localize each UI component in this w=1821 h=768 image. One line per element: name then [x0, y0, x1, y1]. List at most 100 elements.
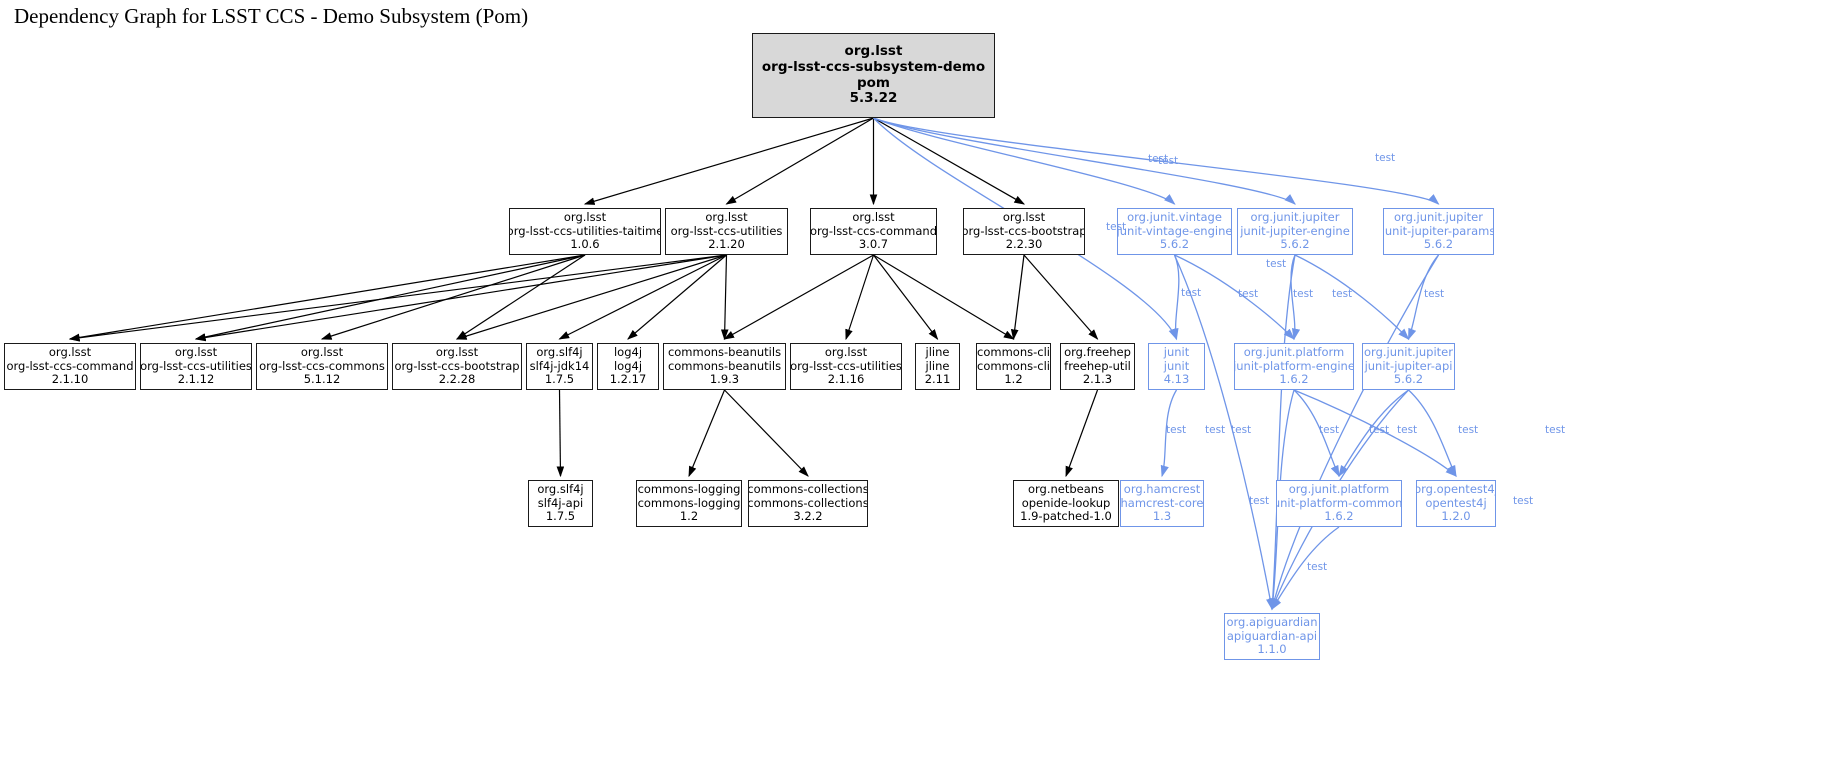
edge-junit-413-to-hamcrest-core	[1160, 389, 1178, 478]
graph-node-line: org.junit.platform	[1288, 482, 1390, 497]
edge-scope-label: test	[1293, 288, 1314, 300]
edge-utilities-2120-to-commons-beanutils	[720, 254, 729, 341]
edge-junit-vintage-engine-to-junit-413	[1170, 254, 1180, 341]
graph-node-line: junit-vintage-engine	[1117, 223, 1232, 238]
graph-node-line: jline	[925, 358, 950, 373]
graph-node-line: org.junit.jupiter	[1364, 345, 1453, 360]
graph-node-line: commons-logging	[637, 495, 741, 510]
graph-node-line: 1.2.17	[609, 372, 647, 387]
edge-scope-label: test	[1158, 155, 1179, 167]
edge-scope-label: test	[1231, 424, 1252, 436]
edge-utilities-taitime-to-utilities-2112	[194, 254, 586, 341]
graph-node-line: 1.3	[1152, 509, 1172, 524]
graph-node-line: apiguardian-api	[1226, 628, 1318, 643]
graph-node-line: org.lsst	[844, 42, 903, 59]
graph-node-line: 2.1.12	[177, 372, 215, 387]
graph-node-line: org.lsst	[174, 345, 218, 360]
edge-scope-label: test	[1332, 288, 1353, 300]
edge-utilities-2120-to-log4j	[627, 254, 727, 340]
graph-node-line: junit-jupiter-engine	[1240, 223, 1350, 238]
edge-scope-label: test	[1513, 495, 1534, 507]
graph-node-line: slf4j-api	[537, 495, 584, 510]
graph-node-line: org-lsst-ccs-command	[6, 358, 134, 373]
graph-node-line: org-lsst-ccs-subsystem-demo	[761, 58, 986, 75]
edge-commons-beanutils-to-commons-collections	[724, 389, 809, 477]
graph-node-line: org.freehep	[1064, 345, 1131, 360]
edge-utilities-taitime-to-bootstrap-2228	[455, 254, 586, 340]
graph-node-line: opentest4j	[1425, 495, 1487, 510]
edge-root-to-junit-jupiter-engine	[873, 117, 1296, 205]
graph-node-line: org.lsst	[300, 345, 344, 360]
graph-node-line: 2.11	[924, 372, 951, 387]
graph-node-line: junit-jupiter-api	[1364, 358, 1453, 373]
edge-root-to-junit-jupiter-params	[873, 117, 1440, 205]
page-title: Dependency Graph for LSST CCS - Demo Sub…	[14, 4, 529, 28]
graph-node-line: org-lsst-ccs-bootstrap	[963, 223, 1085, 238]
edge-bootstrap-2230-to-freehep-util	[1023, 254, 1099, 340]
graph-node-line: org-lsst-ccs-utilities	[670, 223, 783, 238]
edge-scope-label: test	[1307, 561, 1328, 573]
edge-commons-beanutils-to-commons-logging	[688, 389, 726, 478]
graph-node-line: 1.0.6	[570, 237, 600, 252]
graph-node-line: 5.6.2	[1393, 372, 1424, 387]
graph-node-line: commons-beanutils	[667, 358, 782, 373]
edge-junit-platform-engine-to-opentest4j	[1293, 389, 1457, 477]
graph-node-line: org.netbeans	[1027, 482, 1105, 497]
edge-scope-label: test	[1397, 424, 1418, 436]
graph-node-line: 1.7.5	[544, 372, 575, 387]
graph-node-line: org-lsst-ccs-utilities	[140, 358, 252, 373]
graph-node-line: commons-collections	[748, 495, 868, 510]
edge-utilities-2120-to-bootstrap-2228	[455, 254, 727, 340]
graph-node-line: commons-cli	[977, 358, 1050, 373]
graph-node-line: org-lsst-ccs-utilities-taitime	[509, 223, 661, 238]
graph-node-line: org.junit.vintage	[1127, 210, 1222, 225]
graph-node-line: commons-cli	[977, 345, 1050, 360]
edge-command-307-to-commons-beanutils	[723, 254, 874, 340]
graph-node-line: junit-platform-engine	[1234, 358, 1354, 373]
graph-node-line: 5.1.12	[303, 372, 341, 387]
graph-node-line: log4j	[613, 345, 643, 360]
edge-slf4j-jdk14-to-slf4j-api	[556, 389, 565, 478]
graph-node-line: 3.0.7	[858, 237, 889, 252]
edge-scope-label: test	[1166, 424, 1187, 436]
graph-node-line: 1.9-patched-1.0	[1020, 509, 1112, 524]
graph-node-line: org.junit.jupiter	[1394, 210, 1483, 225]
edge-utilities-2120-to-slf4j-jdk14	[558, 254, 727, 340]
graph-node-line: org.lsst	[824, 345, 868, 360]
graph-node-line: org.hamcrest	[1123, 482, 1201, 497]
graph-node-line: 2.1.20	[708, 237, 745, 252]
graph-node-line: 1.2	[1004, 372, 1023, 387]
edge-bootstrap-2230-to-commons-cli	[1010, 254, 1025, 341]
graph-node-line: org.lsst	[435, 345, 479, 360]
